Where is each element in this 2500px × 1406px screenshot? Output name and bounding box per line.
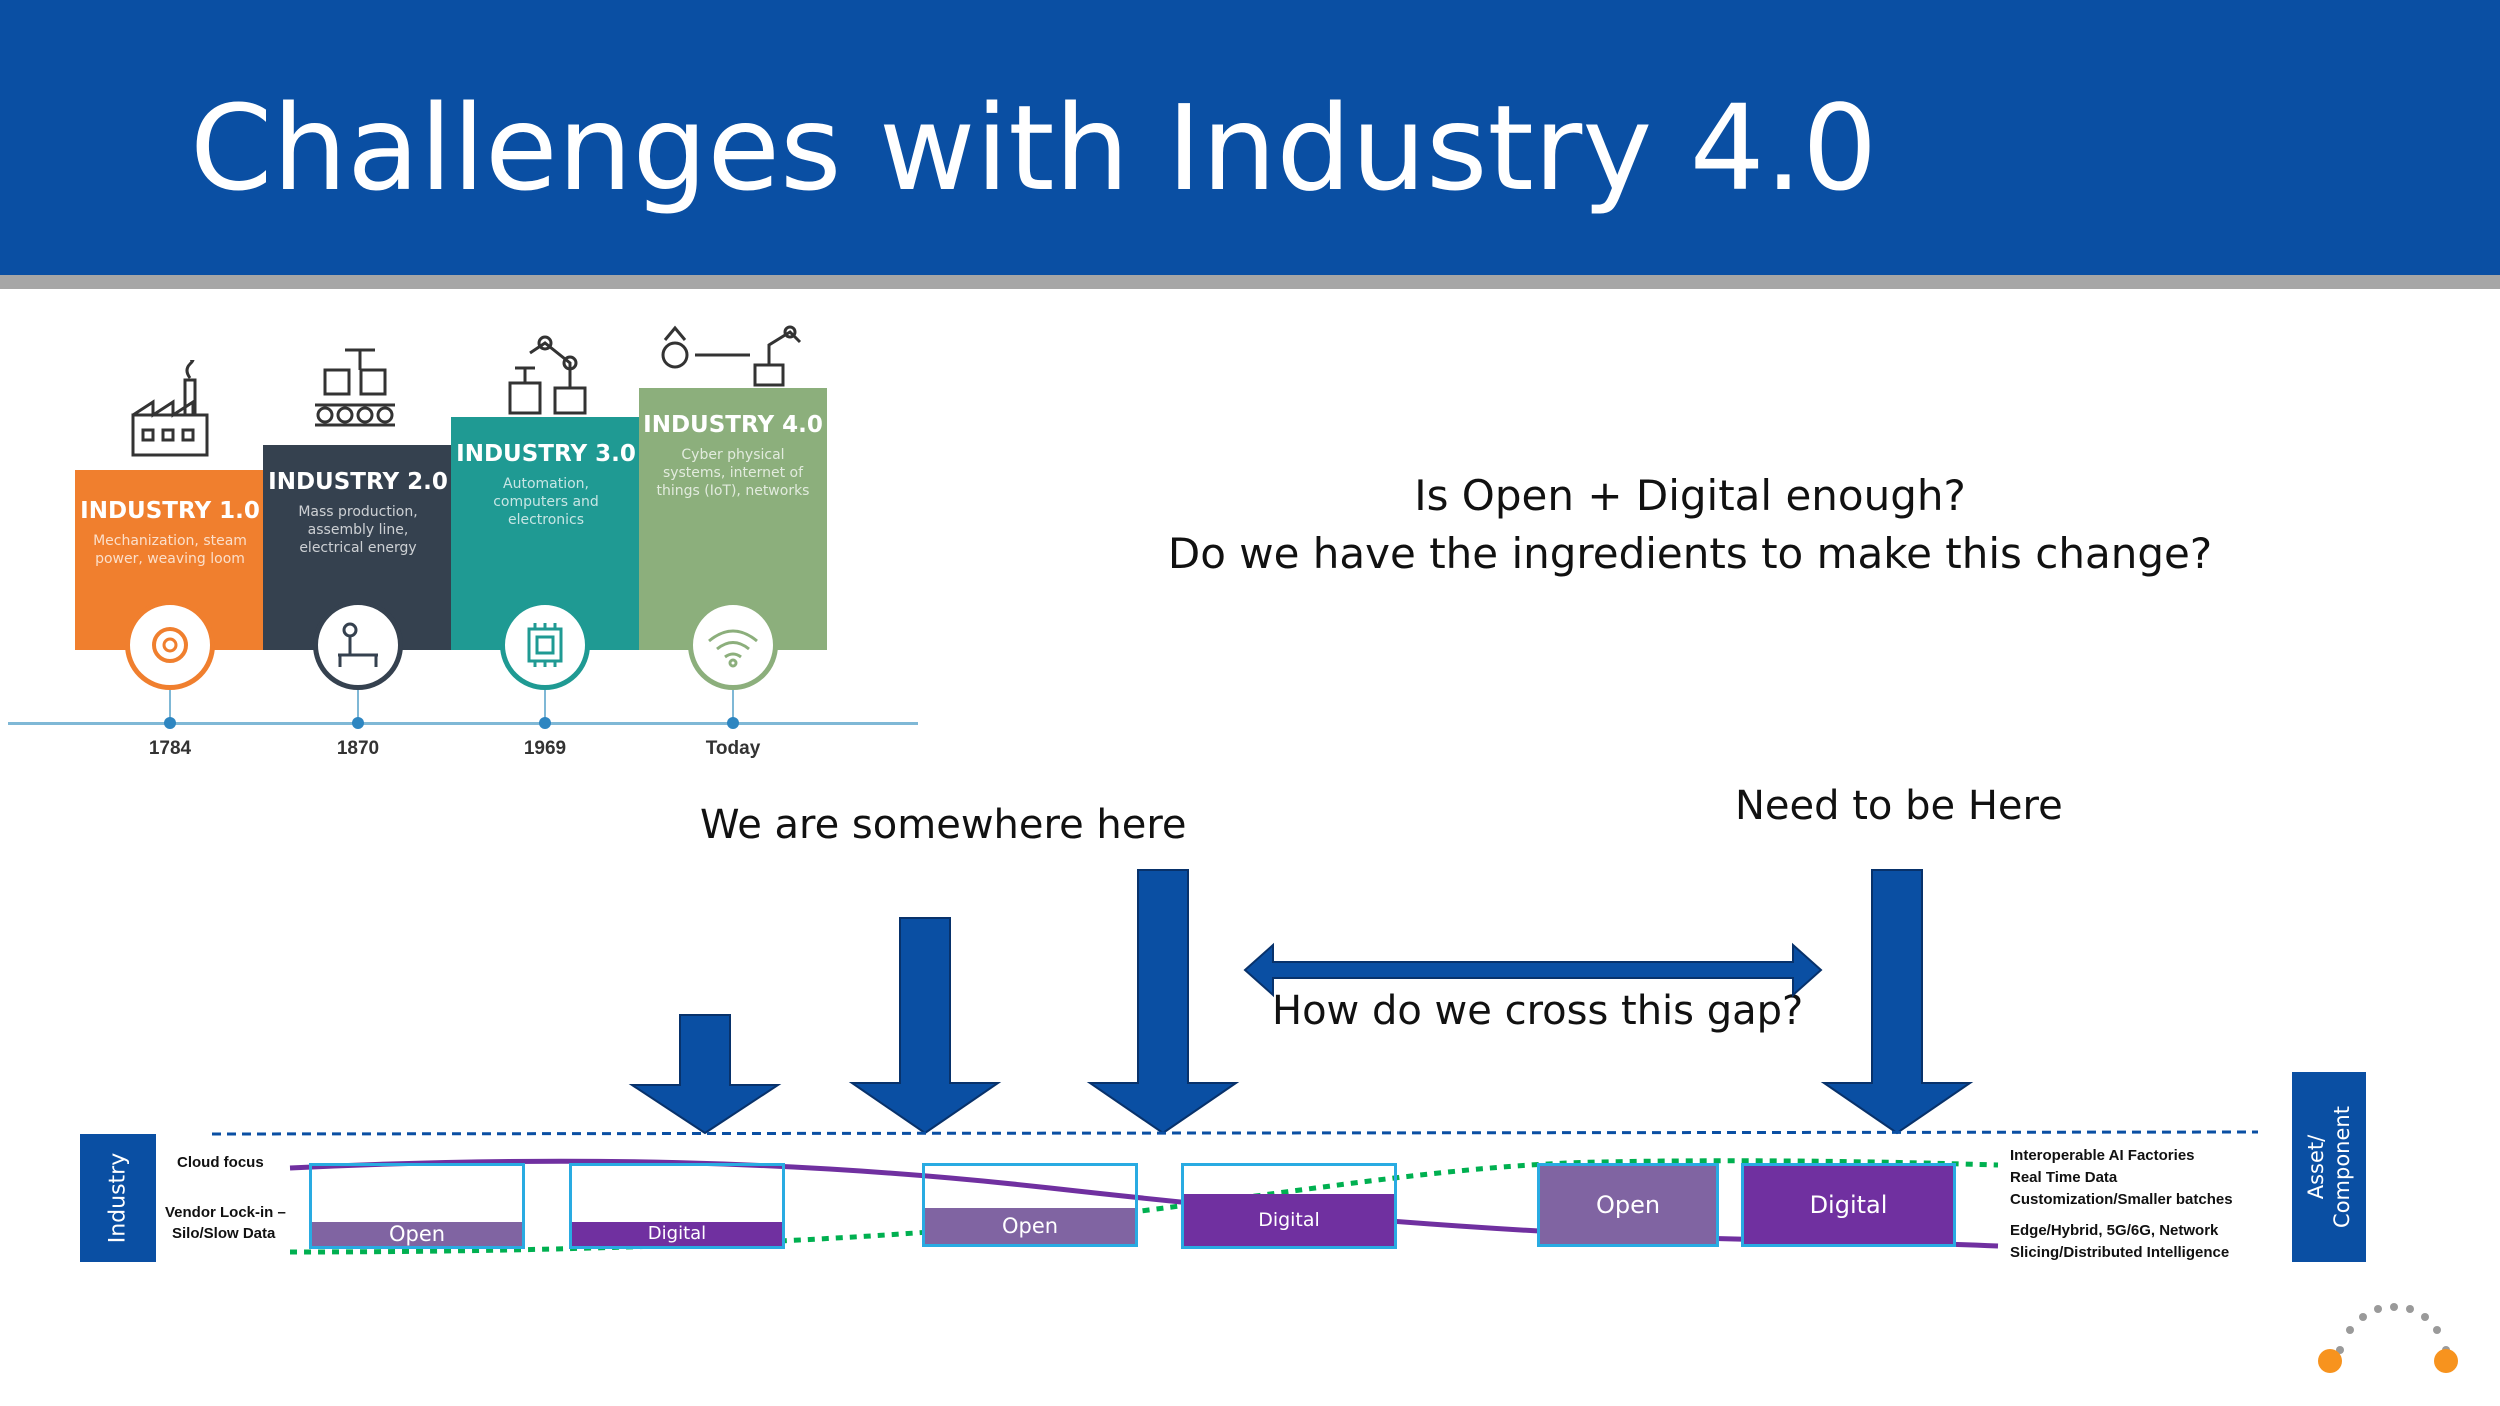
asset-axis-label: Asset/ Component [2292, 1072, 2366, 1262]
timeline-dot [352, 717, 364, 729]
timeline-dot [539, 717, 551, 729]
left-label-cloud: Cloud focus [177, 1154, 264, 1171]
gear-icon [152, 627, 188, 663]
callout-current: We are somewhere here [700, 802, 1187, 848]
industry-axis-label: Industry [80, 1134, 156, 1262]
callout-gap: How do we cross this gap? [1272, 988, 1804, 1034]
digital-box-2: Digital [1181, 1163, 1397, 1249]
open-box-1: Open [309, 1163, 525, 1249]
year-label: 1784 [148, 738, 192, 759]
digital-label: Digital [572, 1222, 782, 1246]
down-arrow-icon [1086, 869, 1240, 1135]
assembly-line-icon [315, 348, 395, 427]
stage-name: INDUSTRY 3.0 [456, 441, 636, 467]
right-label-custom: Customization/Smaller batches [2010, 1191, 2233, 1208]
digital-box-1: Digital [569, 1163, 785, 1249]
wifi-icon-circle [688, 600, 778, 690]
logo-arc-icon [2318, 1303, 2458, 1373]
stage-industry-1: INDUSTRY 1.0 Mechanization, steam power,… [75, 470, 265, 650]
worker-icon-circle [313, 600, 403, 690]
open-label: Open [1595, 1191, 1661, 1219]
robot-arm-icon [508, 335, 587, 415]
right-label-slicing: Slicing/Distributed Intelligence [2010, 1244, 2230, 1261]
timeline-dot [727, 717, 739, 729]
wifi-icon [708, 629, 758, 668]
cyber-robot-icon [661, 325, 802, 387]
timeline-axis [8, 722, 918, 725]
question-line-2: Do we have the ingredients to make this … [1167, 529, 2213, 578]
open-box-3: Open [1537, 1163, 1719, 1247]
tick [544, 690, 546, 722]
chip-icon-circle [500, 600, 590, 690]
digital-label: Digital [1809, 1191, 1888, 1219]
open-label: Open [925, 1208, 1135, 1244]
digital-box-3: Digital [1741, 1163, 1956, 1247]
right-label-realtime: Real Time Data [2010, 1169, 2118, 1186]
stage-desc: Mechanization, steam power, weaving loom [93, 533, 247, 567]
year-label: 1870 [336, 738, 380, 759]
chip-icon [527, 623, 563, 667]
gear-icon-circle [125, 600, 215, 690]
stage-name: INDUSTRY 1.0 [80, 498, 260, 524]
stage-name: INDUSTRY 4.0 [643, 412, 823, 438]
stage-industry-3: INDUSTRY 3.0 Automation, computers and e… [451, 417, 641, 650]
stage-desc: Automation, computers and electronics [493, 476, 599, 528]
stage-desc: Mass production, assembly line, electric… [298, 504, 418, 556]
stage-name: INDUSTRY 2.0 [268, 469, 448, 495]
industry-axis-text: Industry [105, 1152, 131, 1244]
worker-icon [338, 622, 378, 667]
double-arrow-icon [1243, 942, 1823, 998]
dashed-baseline [211, 1130, 2259, 1136]
callout-target: Need to be Here [1735, 783, 2063, 829]
slide-title: Challenges with Industry 4.0 [190, 79, 1878, 217]
left-label-silo: Silo/Slow Data [172, 1225, 276, 1242]
right-label-edge: Edge/Hybrid, 5G/6G, Network [2010, 1222, 2219, 1239]
industry-timeline: INDUSTRY 1.0 Mechanization, steam power,… [0, 320, 930, 770]
stage-desc: Cyber physical systems, internet of thin… [656, 447, 810, 499]
year-label: Today [705, 738, 761, 759]
open-box-2: Open [922, 1163, 1138, 1247]
left-label-vendor: Vendor Lock-in – [165, 1204, 286, 1221]
down-arrow-icon [628, 1014, 782, 1135]
timeline-dot [164, 717, 176, 729]
tick [732, 690, 734, 722]
question-line-1: Is Open + Digital enough? [1414, 471, 1966, 520]
open-label: Open [312, 1222, 522, 1246]
factory-icon [131, 360, 209, 457]
title-bar [0, 0, 2500, 275]
down-arrow-icon [848, 917, 1002, 1135]
right-label-ai: Interoperable AI Factories [2010, 1147, 2195, 1164]
title-bar-rule [0, 275, 2500, 289]
tick [169, 690, 171, 722]
down-arrow-icon [1820, 869, 1974, 1135]
year-label: 1969 [523, 738, 567, 759]
digital-label: Digital [1184, 1194, 1394, 1246]
tick [357, 690, 359, 722]
asset-axis-text: Asset/ Component [2304, 1106, 2354, 1228]
